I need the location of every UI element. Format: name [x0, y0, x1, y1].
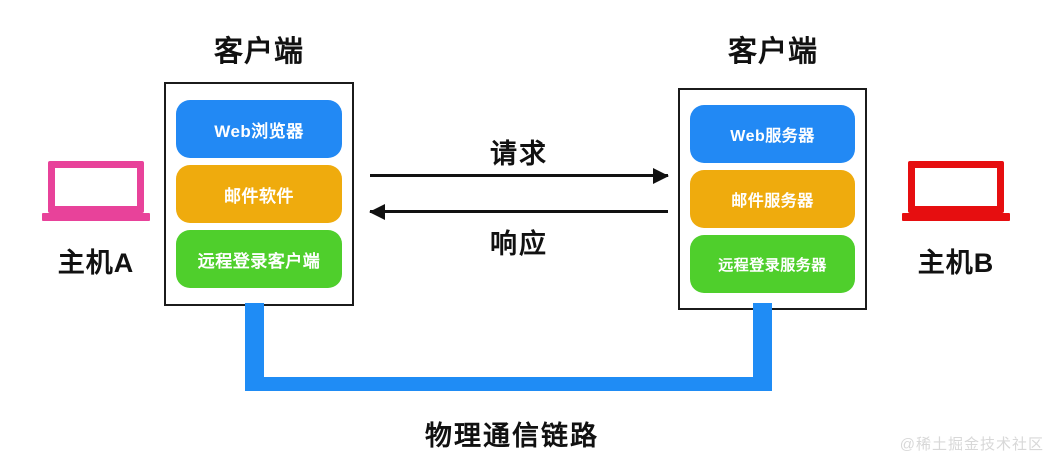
response-arrow-line: [370, 210, 668, 213]
physical-link-left-stem: [245, 303, 264, 391]
laptop-screen: [48, 161, 144, 213]
right-panel-title: 客户端: [727, 36, 818, 68]
laptop-icon-host-b: [902, 161, 1010, 227]
app-box-web-server: Web服务器: [690, 105, 855, 163]
right-app-stack: Web服务器 邮件服务器 远程登录服务器: [680, 90, 865, 308]
app-box-remote-login-client: 远程登录客户端: [176, 230, 342, 288]
laptop-icon-host-a: [42, 161, 150, 227]
laptop-screen: [908, 161, 1004, 213]
left-app-stack: Web浏览器 邮件软件 远程登录客户端: [166, 84, 352, 304]
request-arrow: [370, 168, 669, 184]
app-box-remote-login-server: 远程登录服务器: [690, 235, 855, 293]
physical-link-label: 物理通信链路: [425, 421, 599, 451]
right-host-frame: Web服务器 邮件服务器 远程登录服务器: [678, 88, 867, 310]
laptop-base: [42, 213, 150, 221]
host-b-label: 主机B: [917, 248, 995, 278]
watermark: @稀土掘金技术社区: [899, 436, 1044, 453]
request-label: 请求: [490, 139, 548, 169]
host-a-label: 主机A: [57, 248, 135, 278]
left-panel-title: 客户端: [213, 36, 304, 68]
arrow-right-icon: [653, 168, 669, 184]
response-label: 响应: [490, 229, 548, 259]
arrow-left-icon: [369, 204, 385, 220]
request-arrow-line: [370, 174, 668, 177]
response-arrow: [369, 204, 668, 220]
app-box-mail-client: 邮件软件: [176, 165, 342, 223]
physical-link-bottom-bar: [245, 377, 772, 391]
app-box-web-browser: Web浏览器: [176, 100, 342, 158]
left-host-frame: Web浏览器 邮件软件 远程登录客户端: [164, 82, 354, 306]
laptop-base: [902, 213, 1010, 221]
physical-link-right-stem: [753, 303, 772, 391]
app-box-mail-server: 邮件服务器: [690, 170, 855, 228]
